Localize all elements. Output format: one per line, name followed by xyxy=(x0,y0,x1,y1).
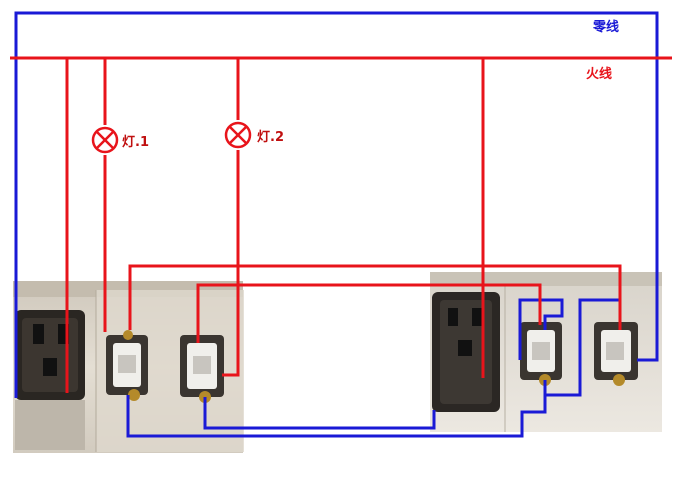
wall-socket-icon xyxy=(432,292,500,412)
rocker-switch-icon xyxy=(520,322,562,386)
rocker-switch-icon xyxy=(180,335,224,403)
wall-socket-icon xyxy=(15,310,85,450)
rocker-switch-icon xyxy=(594,322,638,386)
lamp-cross-circle-icon xyxy=(224,121,252,149)
live-wire xyxy=(10,56,672,393)
live-line-label: 火线 xyxy=(586,66,612,82)
lamp1-label: 灯.1 xyxy=(122,134,149,150)
neutral-line-label: 零线 xyxy=(592,19,619,35)
rocker-switch-icon xyxy=(106,330,148,401)
lamp-cross-circle-icon xyxy=(91,126,119,154)
lamp2-label: 灯.2 xyxy=(257,129,284,145)
